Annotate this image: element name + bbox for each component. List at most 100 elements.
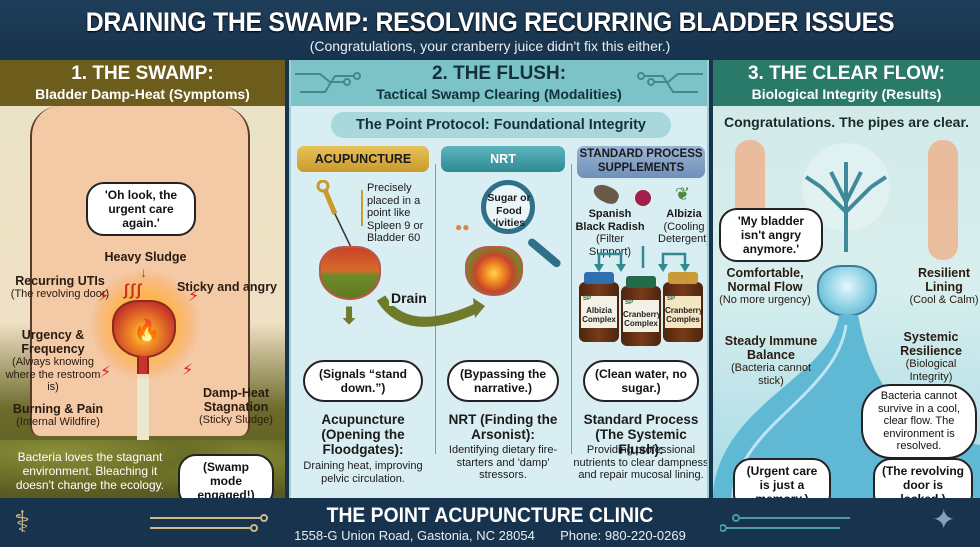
standard-process-desc: Providing professional nutrients to clea… bbox=[573, 444, 709, 481]
acupuncture-desc: Draining heat, improving pelvic circulat… bbox=[303, 460, 423, 485]
circuit-decoration-icon bbox=[150, 514, 268, 532]
lightning-icon: ⚡ bbox=[182, 362, 194, 379]
label-recurring-utis: Recurring UTIs (The revolving door) bbox=[10, 274, 110, 301]
label-systemic-resilience: Systemic Resilience (Biological Integrit… bbox=[883, 330, 979, 383]
magnifying-glass-icon bbox=[481, 180, 535, 234]
column-header-acupuncture: ACUPUNCTURE bbox=[297, 146, 429, 172]
clinic-phone: Phone: 980-220-0269 bbox=[560, 528, 686, 543]
torso-right-side bbox=[928, 140, 958, 260]
bottle-cap bbox=[626, 276, 656, 288]
draining-bladder-icon bbox=[319, 246, 381, 300]
lightning-icon: ⚡ bbox=[188, 288, 200, 305]
label-sticky-angry: Sticky and angry bbox=[172, 280, 282, 294]
label-immune-balance: Steady Immune Balance (Bacteria cannot s… bbox=[719, 334, 823, 387]
bottle-cranberry-complex: Cranberry Complex SP bbox=[621, 276, 661, 346]
clinic-name: THE POINT ACUPUNCTURE CLINIC bbox=[326, 504, 654, 527]
heat-waves-icon: ∫∫∫ bbox=[124, 282, 144, 299]
standard-process-title: Standard Process (The Systemic Flush): bbox=[583, 412, 699, 457]
bottle-cap bbox=[584, 272, 614, 284]
bottle-label: Cranberry Complex bbox=[623, 300, 661, 332]
panel-clear-flow-header: 3. THE CLEAR FLOW: Biological Integrity … bbox=[713, 60, 980, 106]
panel-clear-flow-heading: 3. THE CLEAR FLOW: bbox=[747, 63, 946, 84]
label-resilient-lining: Resilient Lining (Cool & Calm) bbox=[909, 266, 979, 307]
panel-swamp-header: 1. THE SWAMP: Bladder Damp-Heat (Symptom… bbox=[0, 60, 285, 106]
bottle-albizia-complex: Albizia Complex SP bbox=[579, 272, 619, 342]
column-header-standard-process: STANDARD PROCESS SUPPLEMENTS bbox=[577, 146, 705, 178]
page-subtitle: (Congratulations, your cranberry juice d… bbox=[309, 38, 671, 54]
bubble-clean-water: (Clean water, no sugar.) bbox=[583, 360, 699, 402]
bubble-bypassing-narrative: (Bypassing the narrative.) bbox=[447, 360, 559, 402]
bottle-label: Albizia Complex bbox=[581, 296, 617, 328]
herb-spanish-black-radish: Spanish Black Radish (Filter Support) bbox=[575, 208, 645, 258]
speech-bubble-swamp-mode: (Swamp mode engaged!) bbox=[178, 454, 274, 498]
herb-albizia: Albizia (Cooling Detergent) bbox=[657, 208, 709, 246]
circuit-decoration-icon bbox=[720, 514, 850, 532]
label-damp-heat: Damp-Heat Stagnation (Sticky Sludge) bbox=[196, 386, 276, 427]
caduceus-icon: ⚕ bbox=[14, 506, 31, 539]
herb-albizia-sub: (Cooling Detergent) bbox=[658, 220, 709, 246]
label-comfortable-text: Comfortable, Normal Flow bbox=[726, 266, 804, 294]
speech-bubble-revolving-door-locked: (The revolving door is locked.) bbox=[873, 458, 973, 498]
bottle-brand: SP bbox=[583, 296, 592, 302]
bottle-cap bbox=[668, 272, 698, 284]
lightning-icon: ⚡ bbox=[100, 364, 112, 381]
flame-icon: 🔥 bbox=[133, 318, 161, 343]
label-resilient-text: Resilient Lining bbox=[917, 266, 971, 294]
speech-bubble-bacteria-cannot-survive: Bacteria cannot survive in a cool, clear… bbox=[861, 384, 977, 459]
panel-flush-subheading: Tactical Swamp Clearing (Modalities) bbox=[376, 86, 622, 102]
acupuncture-note: Precisely placed in a point like Spleen … bbox=[367, 182, 424, 244]
column-divider bbox=[435, 164, 436, 454]
lightning-icon: ⚡ bbox=[98, 288, 110, 305]
sparkle-icon: ✦ bbox=[932, 504, 956, 535]
column-header-nrt: NRT bbox=[441, 146, 565, 172]
label-burning-sub: (Internal Wildfire) bbox=[16, 416, 100, 428]
label-recurring-utis-sub: (The revolving door) bbox=[10, 288, 110, 300]
circuit-decoration-icon bbox=[295, 72, 361, 93]
column-nrt-text: (Bypassing the narrative.) NRT (Finding … bbox=[435, 146, 571, 496]
panel-swamp-heading: 1. THE SWAMP: bbox=[71, 63, 214, 84]
panel-flush-heading: 2. THE FLUSH: bbox=[431, 63, 567, 84]
panel-flush-header: 2. THE FLUSH: Tactical Swamp Clearing (M… bbox=[291, 60, 707, 106]
bottle-brand: SP bbox=[625, 300, 634, 306]
label-heavy-sludge-text: Heavy Sludge bbox=[104, 250, 187, 264]
clinic-contact: 1558-G Union Road, Gastonia, NC 28054 Ph… bbox=[0, 528, 980, 543]
herb-radish-name: Spanish Black Radish bbox=[575, 208, 645, 233]
label-sticky-text: Sticky and angry bbox=[176, 280, 278, 294]
acupuncture-title: Acupuncture (Opening the Floodgates): bbox=[321, 412, 405, 457]
column-acupuncture-text: (Signals “stand down.”) Acupuncture (Ope… bbox=[291, 146, 435, 496]
header: DRAINING THE SWAMP: RESOLVING RECURRING … bbox=[0, 0, 980, 60]
speech-bubble-urgent-care: 'Oh look, the urgent care again.' bbox=[86, 182, 196, 236]
needle-note-line bbox=[361, 190, 363, 226]
panel-flush: 2. THE FLUSH: Tactical Swamp Clearing (M… bbox=[289, 60, 709, 498]
panel-swamp: 1. THE SWAMP: Bladder Damp-Heat (Symptom… bbox=[0, 60, 285, 498]
footer: ⚕ ✦ THE POINT ACUPUNCTURE CLINIC 1558-G … bbox=[0, 500, 980, 547]
label-heavy-sludge: Heavy Sludge bbox=[98, 250, 193, 264]
bottle-brand: SP bbox=[667, 296, 676, 302]
swamp-caption: Bacteria loves the stagnant environment.… bbox=[15, 450, 165, 492]
drain-label: Drain bbox=[389, 290, 429, 306]
column-divider bbox=[571, 164, 572, 454]
column-nrt: NRT Sugar or Food 'ivities ●● bbox=[435, 146, 571, 496]
label-systemic-sub: (Biological Integrity) bbox=[905, 358, 957, 383]
albizia-leaf-icon: ❦ bbox=[675, 184, 691, 204]
clear-bladder-icon bbox=[817, 265, 877, 317]
bottle-label: Cranberry Comples bbox=[665, 296, 703, 328]
beet-icon bbox=[635, 190, 651, 206]
page-title: DRAINING THE SWAMP: RESOLVING RECURRING … bbox=[85, 7, 895, 37]
nrt-title: NRT (Finding the Arsonist): bbox=[448, 412, 558, 442]
irritated-bladder-icon bbox=[465, 246, 523, 296]
label-urgency-sub: (Always knowing where the restroom is) bbox=[5, 356, 101, 393]
food-crumbs-icon: ●● bbox=[455, 220, 470, 234]
label-recurring-utis-text: Recurring UTIs bbox=[15, 274, 105, 288]
speech-bubble-urgent-care-memory: (Urgent care is just a memory.) bbox=[733, 458, 831, 498]
column-acupuncture: ACUPUNCTURE Precisely placed in a point … bbox=[291, 146, 435, 496]
label-immune-sub: (Bacteria cannot stick) bbox=[730, 362, 812, 387]
bottle-cranberry-comples: Cranberry Comples SP bbox=[663, 272, 703, 342]
label-immune-text: Steady Immune Balance bbox=[724, 334, 818, 362]
bubble-signals-stand-down: (Signals “stand down.”) bbox=[303, 360, 423, 402]
drain-arrow-down-icon: ⬇ bbox=[339, 303, 360, 330]
label-damp-heat-sub: (Sticky Sludge) bbox=[199, 414, 273, 426]
column-standard-process: STANDARD PROCESS SUPPLEMENTS ❦ Spanish B… bbox=[571, 146, 709, 496]
inflamed-bladder-icon bbox=[112, 300, 176, 358]
nrt-desc: Identifying dietary fire-starters and 'd… bbox=[448, 444, 558, 481]
